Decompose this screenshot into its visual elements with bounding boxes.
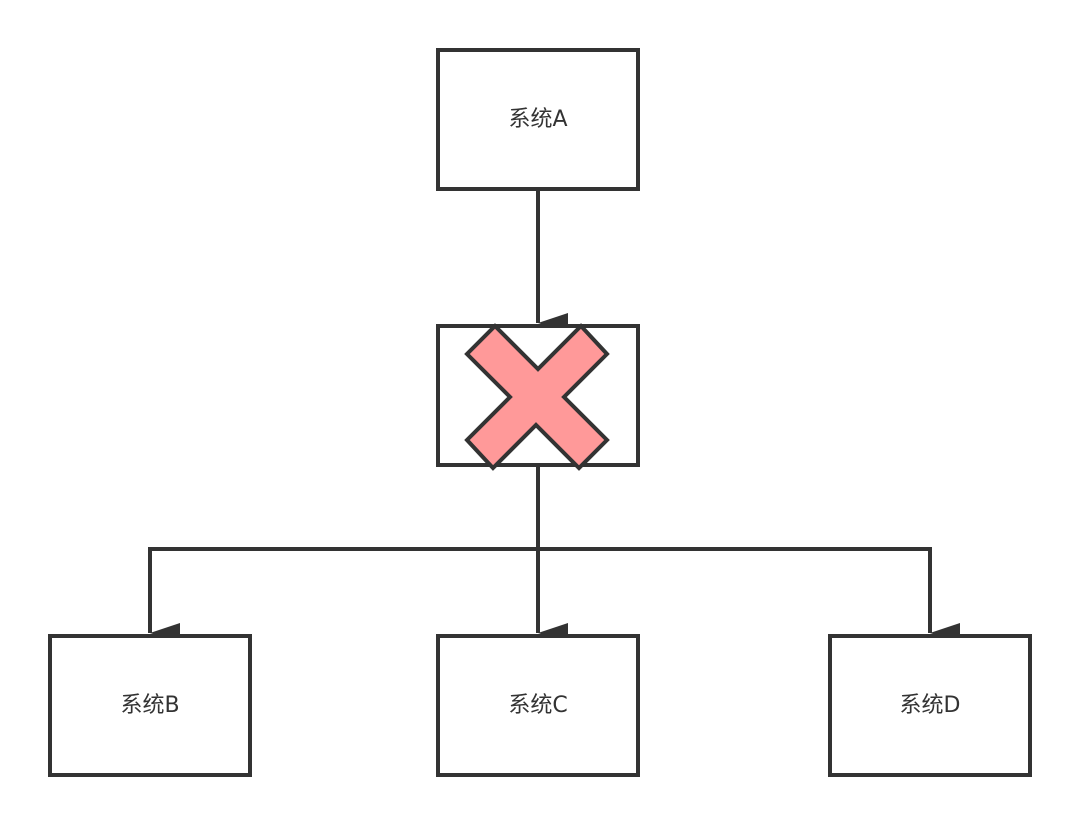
x-mark-icon (464, 323, 610, 471)
node-system-d-label: 系统D (900, 693, 961, 718)
node-middle-failed (436, 323, 640, 471)
node-system-d: 系统D (828, 634, 1032, 777)
node-system-b-label: 系统B (120, 693, 179, 718)
node-system-a: 系统A (436, 48, 640, 191)
connector-middle-to-b (148, 547, 538, 643)
node-system-c-label: 系统C (508, 693, 567, 718)
node-system-a-label: 系统A (508, 107, 567, 132)
connector-middle-to-d (538, 547, 960, 643)
node-system-b: 系统B (48, 634, 252, 777)
node-system-c: 系统C (436, 634, 640, 777)
